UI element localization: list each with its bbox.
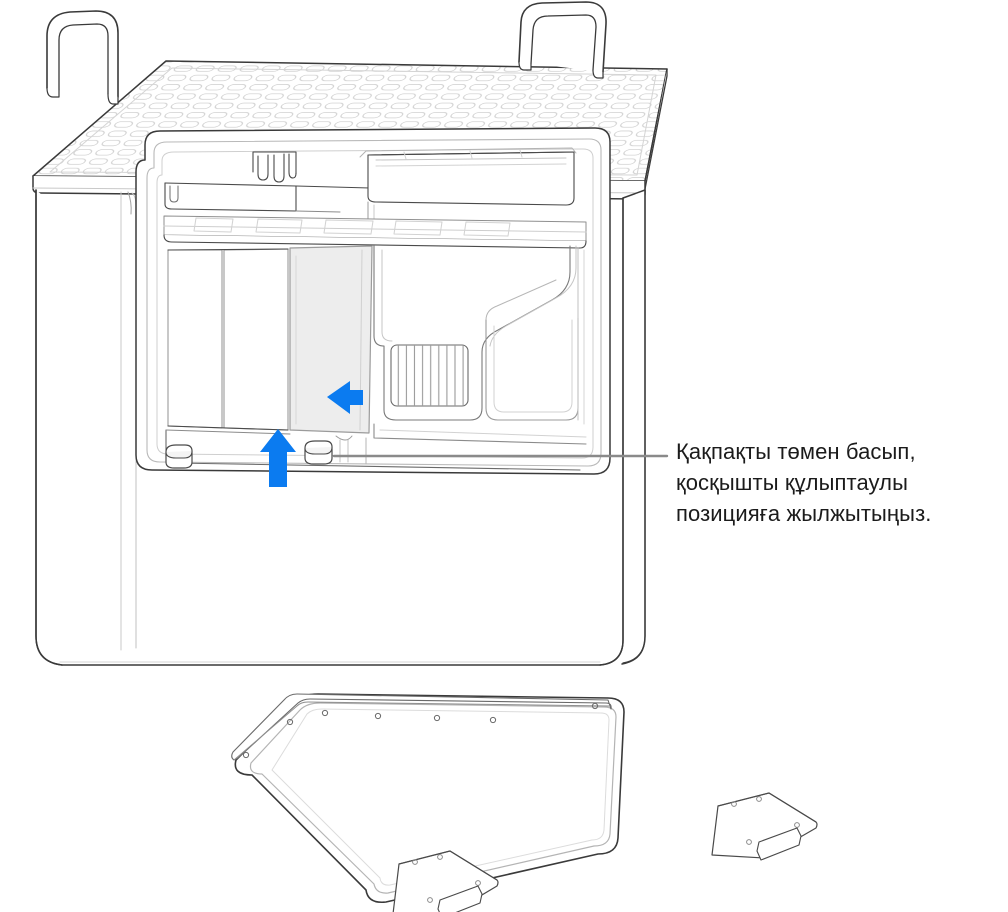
slide-left-arrow (327, 381, 363, 414)
side-cover-panel (231, 693, 818, 912)
cover-foot-right (711, 792, 818, 861)
callout-line-2: қосқышты құлыптаулы (676, 470, 909, 495)
handle-right (518, 1, 607, 79)
callout-line-3: позицияға жылжытыңыз. (676, 501, 932, 526)
callout-line-1: Қақпақты төмен басып, (676, 439, 916, 464)
connector-module-highlight (289, 245, 373, 434)
top-bracket-band (164, 151, 371, 213)
cover-foot-left (392, 850, 499, 912)
pcie-slot-blanks (167, 248, 289, 431)
interior-right-assembly (373, 245, 587, 445)
upper-right-module (359, 147, 577, 229)
chassis-body (35, 189, 646, 666)
access-door-frame (135, 127, 611, 475)
vent-grille (390, 344, 469, 407)
latch-button-left (165, 444, 193, 469)
latch-button-right (304, 440, 333, 465)
handle-left (46, 10, 119, 105)
press-down-arrow (260, 429, 296, 487)
callout-text-block: Қақпақты төмен басып, қосқышты құлыптаул… (676, 436, 1008, 529)
cover-hinge-strip (231, 693, 612, 761)
card-guide-rail (163, 215, 587, 249)
